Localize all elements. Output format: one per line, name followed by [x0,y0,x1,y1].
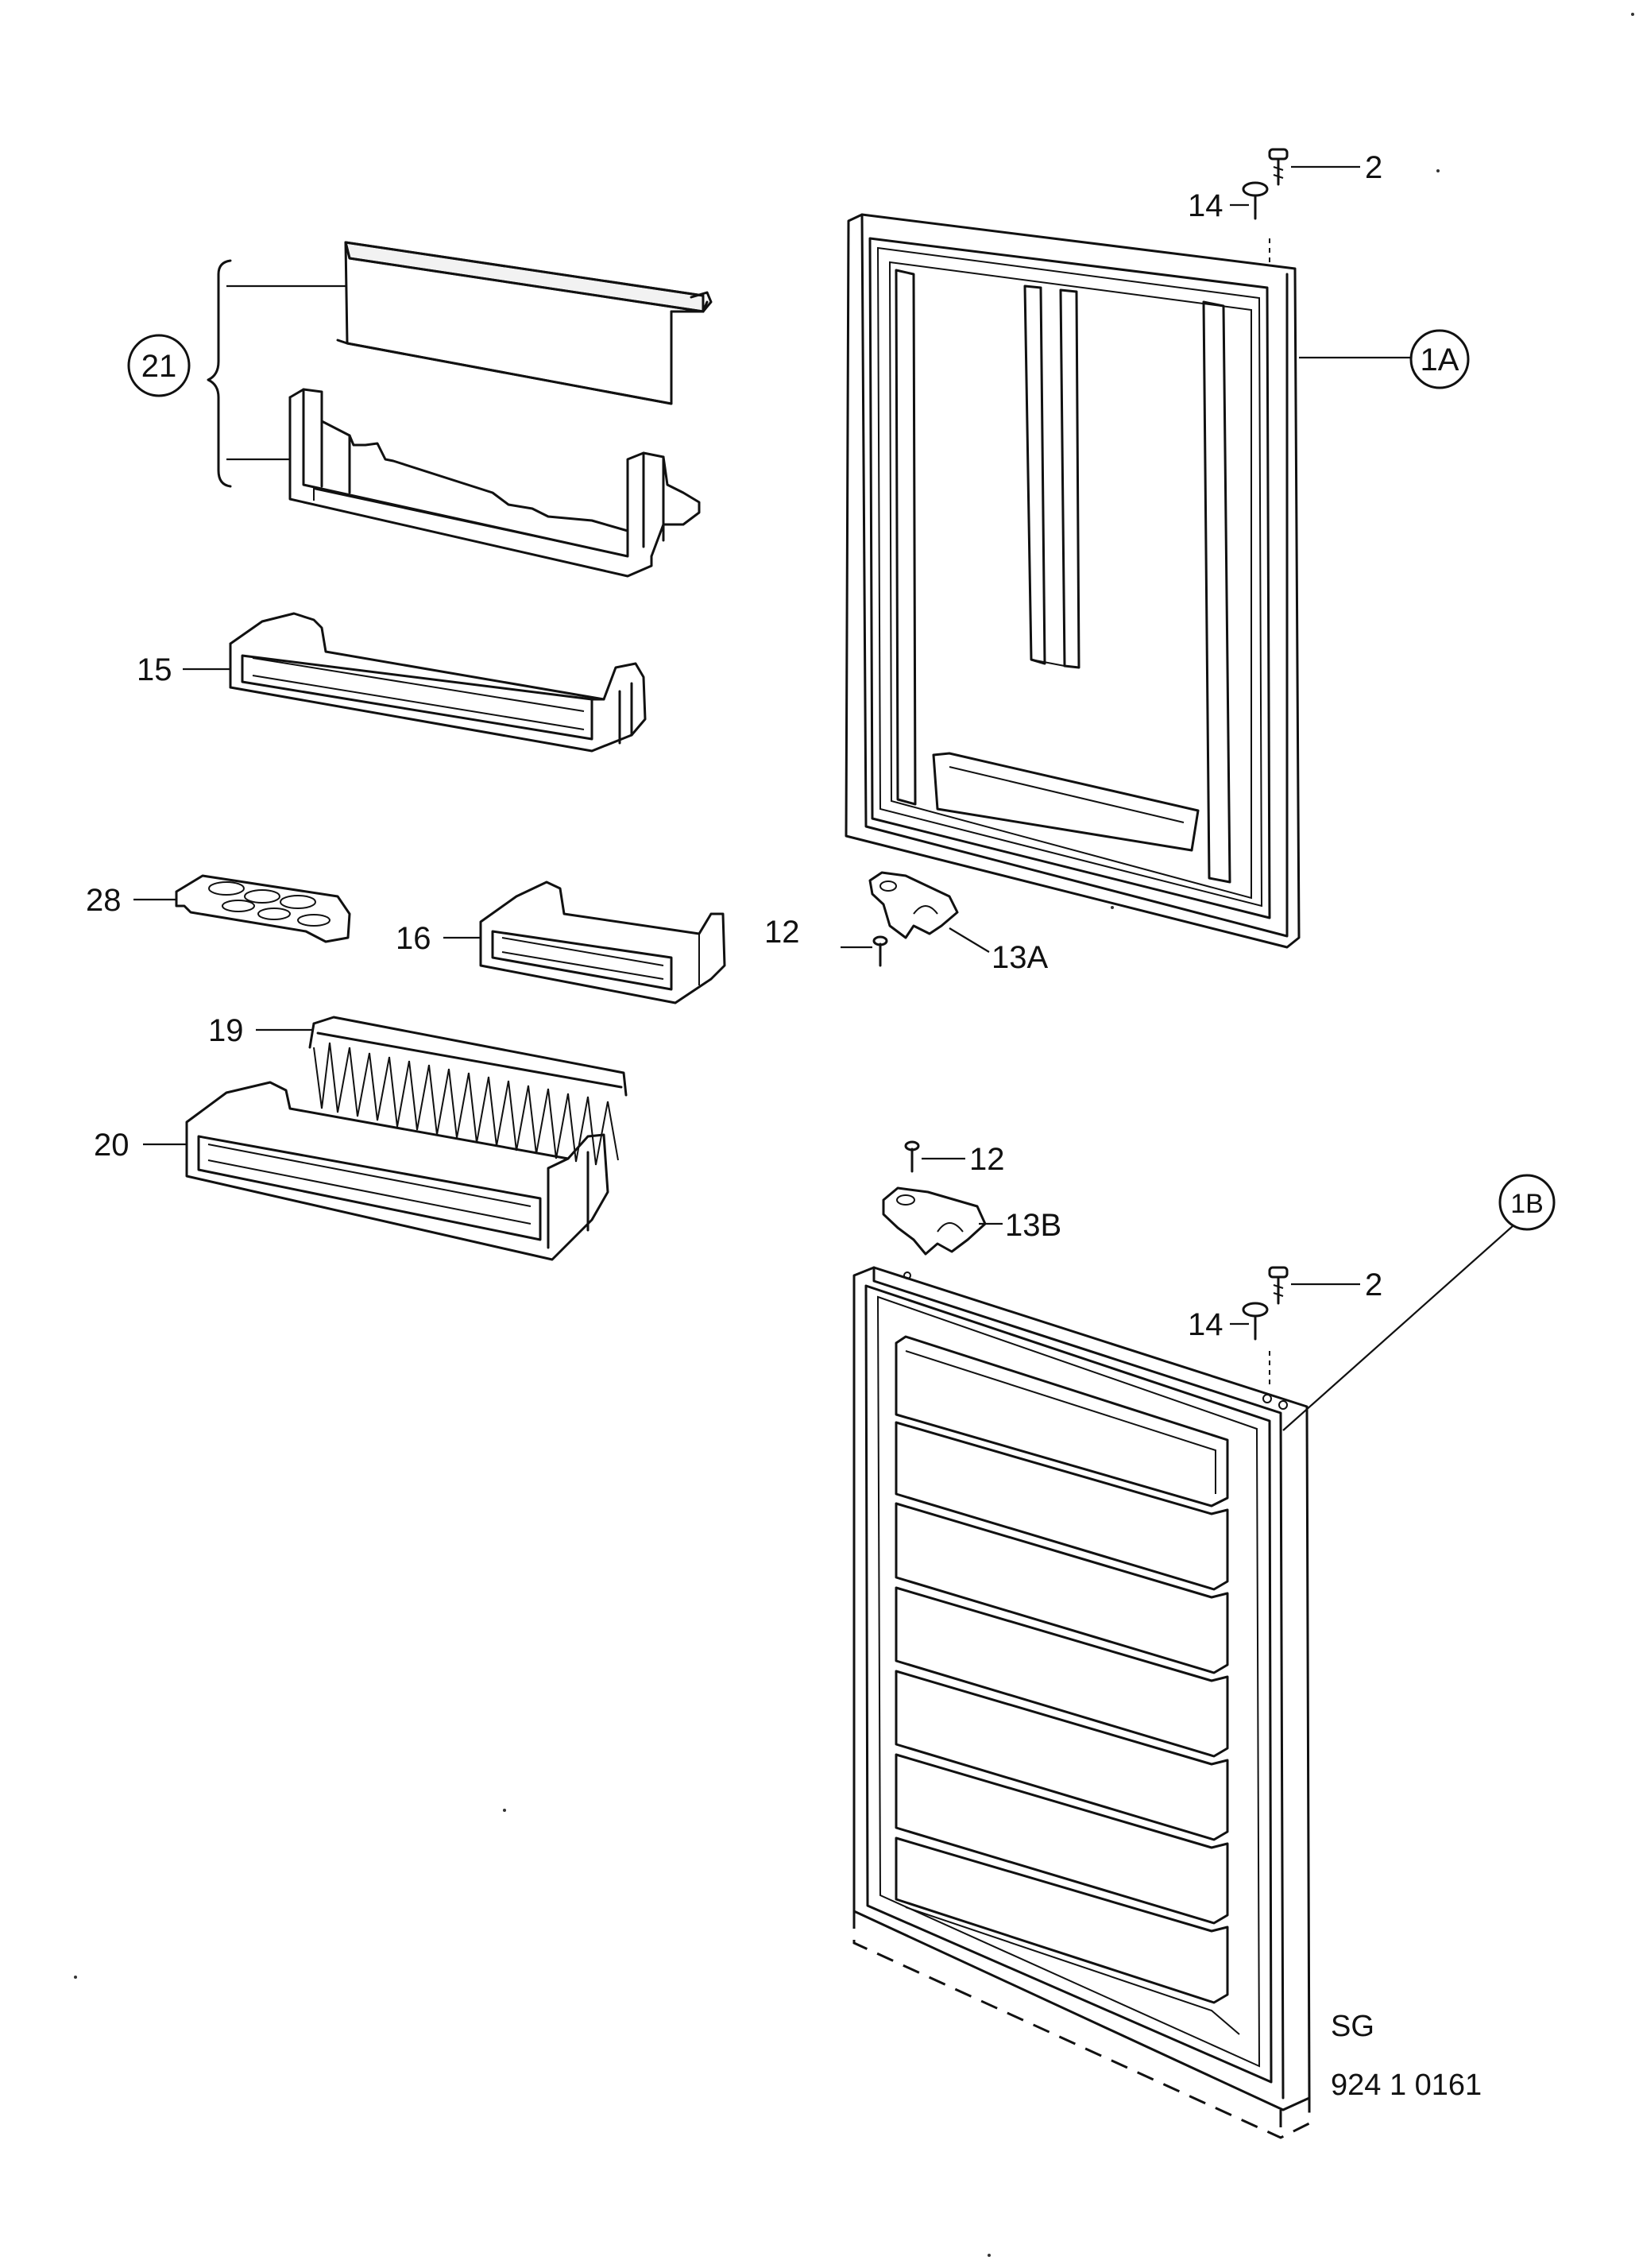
callout-2-bottom-label: 2 [1365,1268,1382,1302]
callout-14-top-label: 14 [1188,188,1223,223]
screw-14-top [1242,181,1269,220]
callout-1A: 1A [1409,329,1470,389]
footer-code: SG [1331,2010,1374,2043]
callout-21: 21 [127,334,191,397]
callout-2-top-label: 2 [1365,150,1382,185]
footer-number: 924 1 0161 [1331,2069,1482,2102]
callout-20-label: 20 [94,1128,129,1163]
brace-21 [207,259,346,488]
part-13A-hinge [868,871,959,939]
callout-19-label: 19 [208,1013,244,1048]
freezer-door-dashed-outline [852,1911,1311,2139]
part-19-bottle-retainer [308,1016,628,1166]
part-20-bottle-shelf [185,1081,609,1261]
part-21-shelf-lid [336,241,713,405]
part-1A-fridge-door [845,213,1301,949]
callout-12-bottom-label: 12 [969,1142,1005,1177]
callout-1B-label: 1B [1510,1189,1544,1219]
callout-21-label: 21 [141,349,177,384]
part-16-small-shelf [479,880,726,1004]
callout-28-label: 28 [86,883,122,918]
part-1B-freezer-door [852,1266,1311,2111]
callout-1B: 1B [1498,1174,1556,1231]
screw-12-top [872,935,888,967]
part-21-shelf-tray [288,388,701,578]
callout-13B-label: 13B [1005,1208,1061,1243]
scan-specks [74,13,1634,2257]
callout-15-label: 15 [137,652,172,687]
callout-1A-label: 1A [1421,343,1459,377]
screw-12-bottom [904,1140,920,1173]
callout-16-label: 16 [396,921,431,956]
screw-14-bottom [1242,1302,1269,1341]
part-15-door-shelf [229,612,647,753]
part-28-egg-tray [175,874,351,943]
screw-2-bottom [1268,1266,1289,1305]
callout-13A-label: 13A [992,940,1048,975]
callout-14-bottom-label: 14 [1188,1307,1223,1342]
callout-12-top-label: 12 [764,915,800,950]
part-13B-hinge [882,1186,987,1256]
screw-2-top [1268,148,1289,186]
